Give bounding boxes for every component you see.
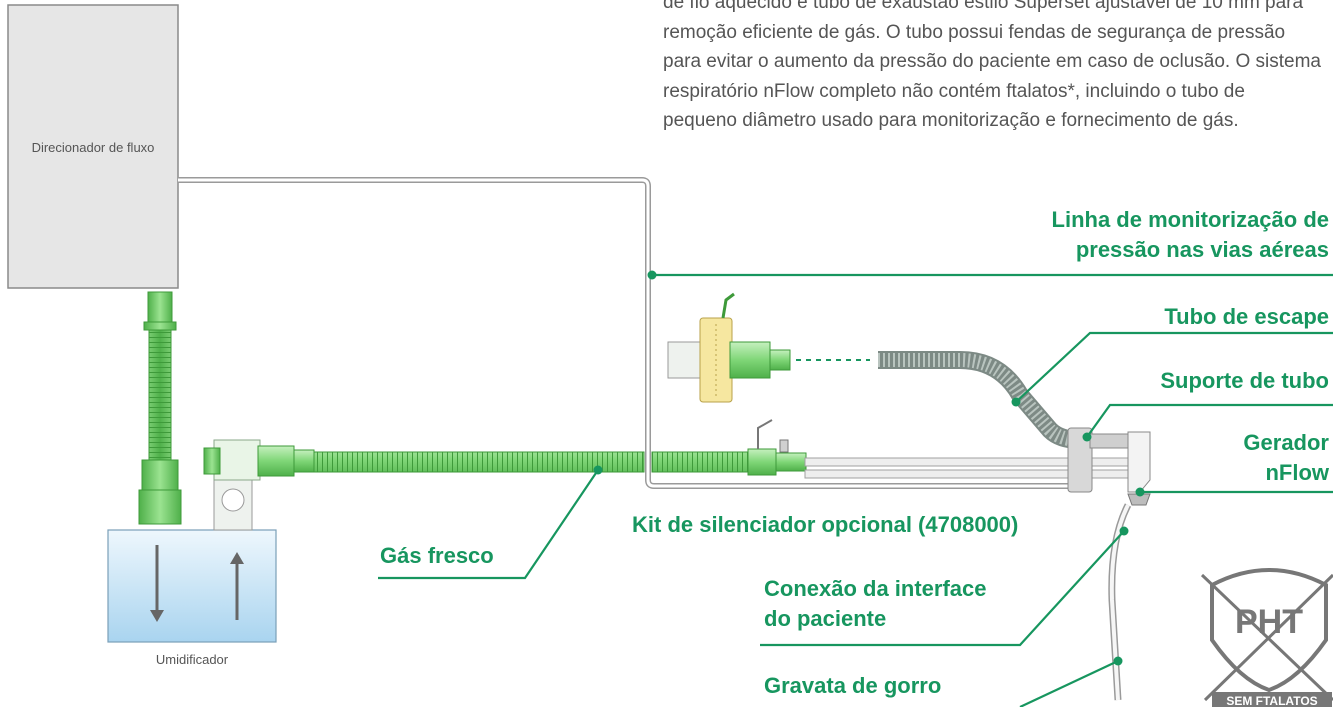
monitoring-line [178,177,1080,489]
patient-interface-tube [1108,503,1132,701]
callout-tube-support: Suporte de tubo [1160,368,1329,393]
flow-director-label: Direcionador de fluxo [31,140,155,155]
fresh-gas-tube [313,419,807,476]
callout-bonnet-tie: Gravata de gorro [764,673,942,698]
leader-dots [593,270,1145,666]
humidifier-elbow-connector [203,439,315,531]
exhaust-tube [878,351,1081,449]
leader-lines [378,273,1333,707]
callout-silencer-kit: Kit de silenciador opcional (4708000) [632,512,1019,537]
callout-exhaust-tube: Tubo de escape [1164,304,1329,329]
exhaust-filter [667,292,870,403]
humidifier-chamber [107,529,277,643]
description-text: de fio aquecido e tubo de exaustão estil… [663,0,1321,131]
callout-fresh-gas: Gás fresco [380,543,494,568]
flow-director-box [7,4,179,289]
logo-letters: PHT [1235,603,1303,641]
phthalate-free-logo: PHT SEM FTALATOS [1200,568,1333,707]
vertical-green-tube [138,291,182,525]
humidifier-label: Umidificador [155,652,229,667]
callout-patient-interface: Conexão da interface do paciente [764,576,987,631]
logo-caption: SEM FTALATOS [1226,694,1317,707]
tube-support [1067,427,1131,493]
callout-nflow-generator: Gerador nFlow [1243,430,1329,485]
callout-pressure-line: Linha de monitorização de pressão nas vi… [1051,207,1329,262]
